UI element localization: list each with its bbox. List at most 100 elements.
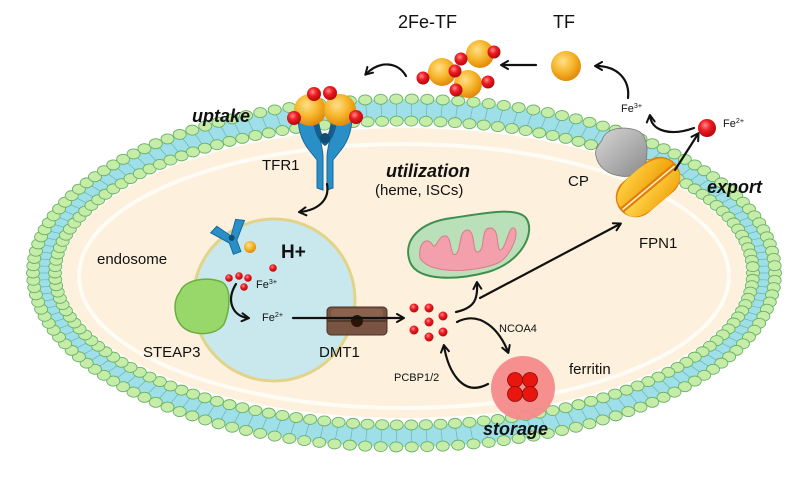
lipid-head: [276, 410, 289, 420]
label-fe3-extracellular-charge: 3+: [634, 102, 642, 110]
lipid-head: [768, 261, 781, 271]
lipid-head: [161, 402, 174, 412]
lipid-head: [405, 94, 418, 104]
label-tf: TF: [553, 13, 575, 31]
lipid-head: [198, 143, 211, 153]
lipid-head: [268, 431, 281, 441]
lipid-head: [559, 133, 572, 143]
lipid-head: [419, 116, 432, 126]
lipid-head: [646, 397, 659, 407]
holo-transferrin-free: [417, 40, 501, 98]
lipid-head: [240, 425, 253, 435]
label-uptake: uptake: [192, 107, 250, 125]
lipid-head: [646, 139, 659, 149]
label-ncoa4: NCOA4: [499, 324, 537, 335]
lipid-head: [491, 122, 504, 132]
label-fe2-endosome-base: Fe: [262, 312, 275, 324]
lipid-head: [585, 396, 598, 406]
lipid-head: [657, 392, 670, 402]
lipid-head: [746, 262, 759, 272]
extracellular-fe2-ion: [698, 119, 716, 137]
label-fpn1: FPN1: [639, 236, 677, 251]
lipid-head: [482, 99, 495, 109]
ferritin: [491, 356, 555, 420]
label-ferritin: ferritin: [569, 362, 611, 377]
endosomal-apo-transferrin: [244, 241, 256, 253]
lipid-head: [405, 116, 418, 126]
label-tfr1: TFR1: [262, 158, 300, 173]
lipid-head: [173, 407, 186, 417]
lipid-head: [249, 130, 262, 140]
lipid-head: [236, 403, 249, 413]
lipid-head: [226, 422, 239, 432]
lipid-head: [634, 402, 647, 412]
lipid-head: [405, 442, 418, 452]
lipid-head: [262, 408, 275, 418]
lipid-head: [596, 415, 609, 425]
label-fe3-endosome-base: Fe: [256, 279, 269, 291]
lipid-head: [262, 128, 275, 138]
lipid-head: [390, 94, 403, 104]
lipid-head: [283, 433, 296, 443]
lipid-head: [463, 119, 476, 129]
lipid-head: [452, 440, 465, 450]
lipid-head: [505, 123, 518, 133]
lipid-head: [609, 411, 622, 421]
label-export: export: [707, 178, 762, 196]
lipid-head: [212, 419, 225, 429]
lipid-head: [304, 414, 317, 424]
label-fe2-extracellular-base: Fe: [723, 118, 736, 130]
lipid-head: [186, 411, 199, 421]
lipid-head: [210, 140, 223, 150]
label-fe3-endosome-charge: 3+: [269, 278, 277, 286]
label-endosome: endosome: [97, 252, 167, 267]
lipid-head: [512, 103, 525, 113]
lipid-head: [421, 442, 434, 452]
apo-transferrin: [551, 51, 581, 81]
lipid-head: [583, 419, 596, 429]
lipid-head: [361, 419, 374, 429]
label-storage: storage: [483, 420, 548, 438]
lipid-head: [452, 96, 465, 106]
lipid-head: [405, 420, 418, 430]
label-fe3-extracellular: Fe3+: [621, 104, 642, 115]
lipid-head: [585, 140, 598, 150]
lipid-head: [519, 126, 532, 136]
lipid-head: [149, 139, 162, 149]
lipid-head: [448, 118, 461, 128]
label-fe3-extracellular-base: Fe: [621, 103, 634, 115]
lipid-head: [254, 108, 267, 118]
lipid-head: [555, 425, 568, 435]
lipid-head: [555, 111, 568, 121]
label-2fe-tf: 2Fe-TF: [398, 13, 457, 31]
lipid-head: [463, 417, 476, 427]
label-cp: CP: [568, 174, 589, 189]
arrow-fe3-to-tf: [596, 66, 628, 98]
lipid-head: [541, 108, 554, 118]
lipid-head: [332, 417, 345, 427]
lipid-head: [390, 442, 403, 452]
lipid-head: [583, 117, 596, 127]
lipid-head: [596, 121, 609, 131]
lipid-head: [298, 436, 311, 446]
lipid-head: [434, 117, 447, 127]
lipid-head: [572, 400, 585, 410]
lipid-head: [361, 117, 374, 127]
lipid-head: [138, 144, 151, 154]
label-steap3: STEAP3: [143, 345, 201, 360]
lipid-head: [223, 136, 236, 146]
lipid-head: [559, 403, 572, 413]
lipid-head: [223, 400, 236, 410]
lipid-head: [622, 407, 635, 417]
lipid-head: [533, 128, 546, 138]
lipid-head: [419, 420, 432, 430]
label-fe3-endosome: Fe3+: [256, 280, 277, 291]
lipid-head: [161, 134, 174, 144]
lipid-head: [497, 100, 510, 110]
lipid-head: [374, 442, 387, 452]
label-fe2-endosome: Fe2+: [262, 313, 283, 324]
lipid-head: [436, 441, 449, 451]
label-dmt1: DMT1: [319, 345, 360, 360]
lipid-head: [313, 437, 326, 447]
